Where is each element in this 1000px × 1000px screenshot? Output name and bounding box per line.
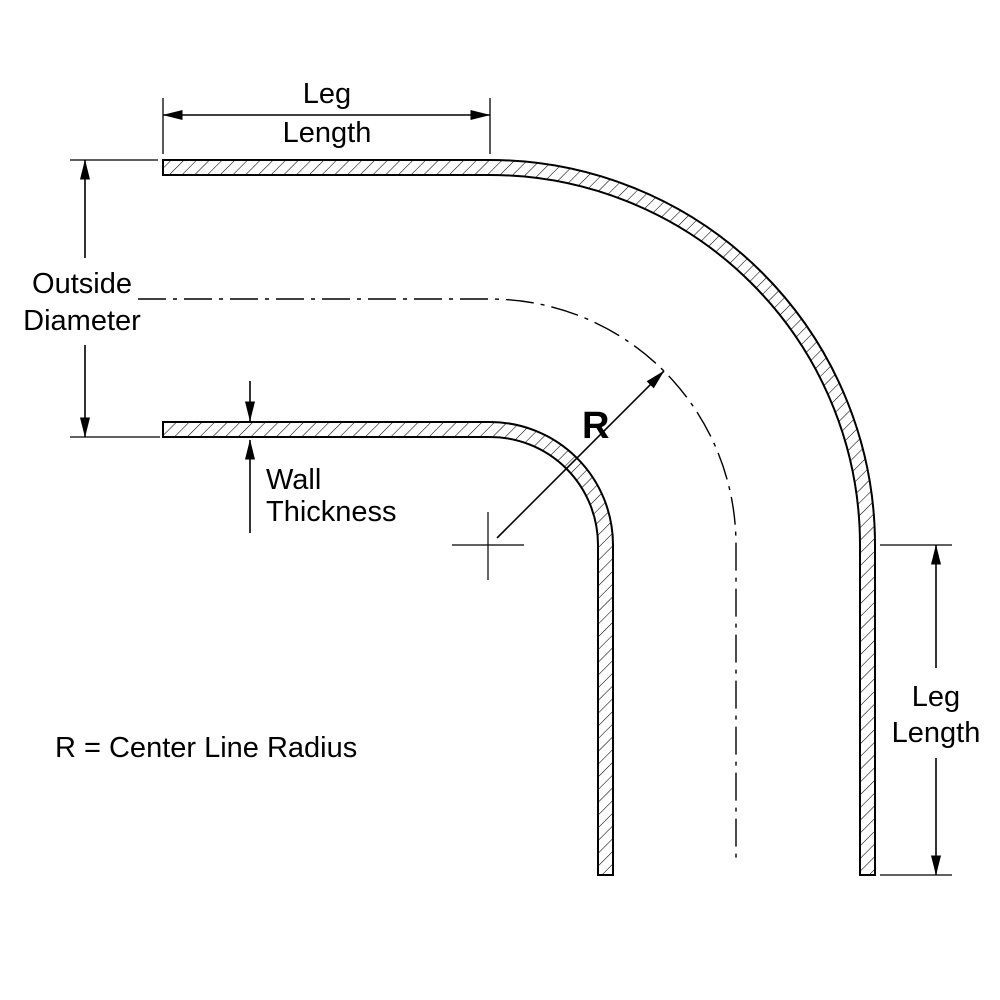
tube-centerline [138, 298, 737, 858]
leg-length-top-dimension: Leg Length [162, 78, 491, 154]
radius-leader-line [496, 370, 665, 539]
outside-diameter-label-line1: Outside [32, 268, 132, 300]
bend-center-mark [452, 512, 524, 580]
leg-length-right-label-line1: Leg [912, 681, 960, 713]
leg-length-right-label-line2: Length [892, 717, 981, 749]
centerline-radius-annotation: R R = Center Line Radius [55, 370, 665, 764]
outside-diameter-label-line2: Diameter [23, 305, 141, 337]
wall-thickness-label-line1: Wall [266, 464, 321, 496]
radius-legend-label: R = Center Line Radius [55, 732, 357, 764]
leg-length-top-label-line1: Leg [303, 78, 351, 110]
leg-length-top-label-line2: Length [283, 117, 372, 149]
wall-thickness-label-line2: Thickness [266, 496, 397, 528]
leg-length-right-dimension: Leg Length [880, 544, 981, 876]
radius-symbol-label: R [582, 405, 609, 447]
wall-thickness-dimension: Wall Thickness [245, 381, 397, 533]
tube-outer-wall [162, 159, 876, 876]
outside-diameter-dimension: Outside Diameter [23, 159, 160, 438]
